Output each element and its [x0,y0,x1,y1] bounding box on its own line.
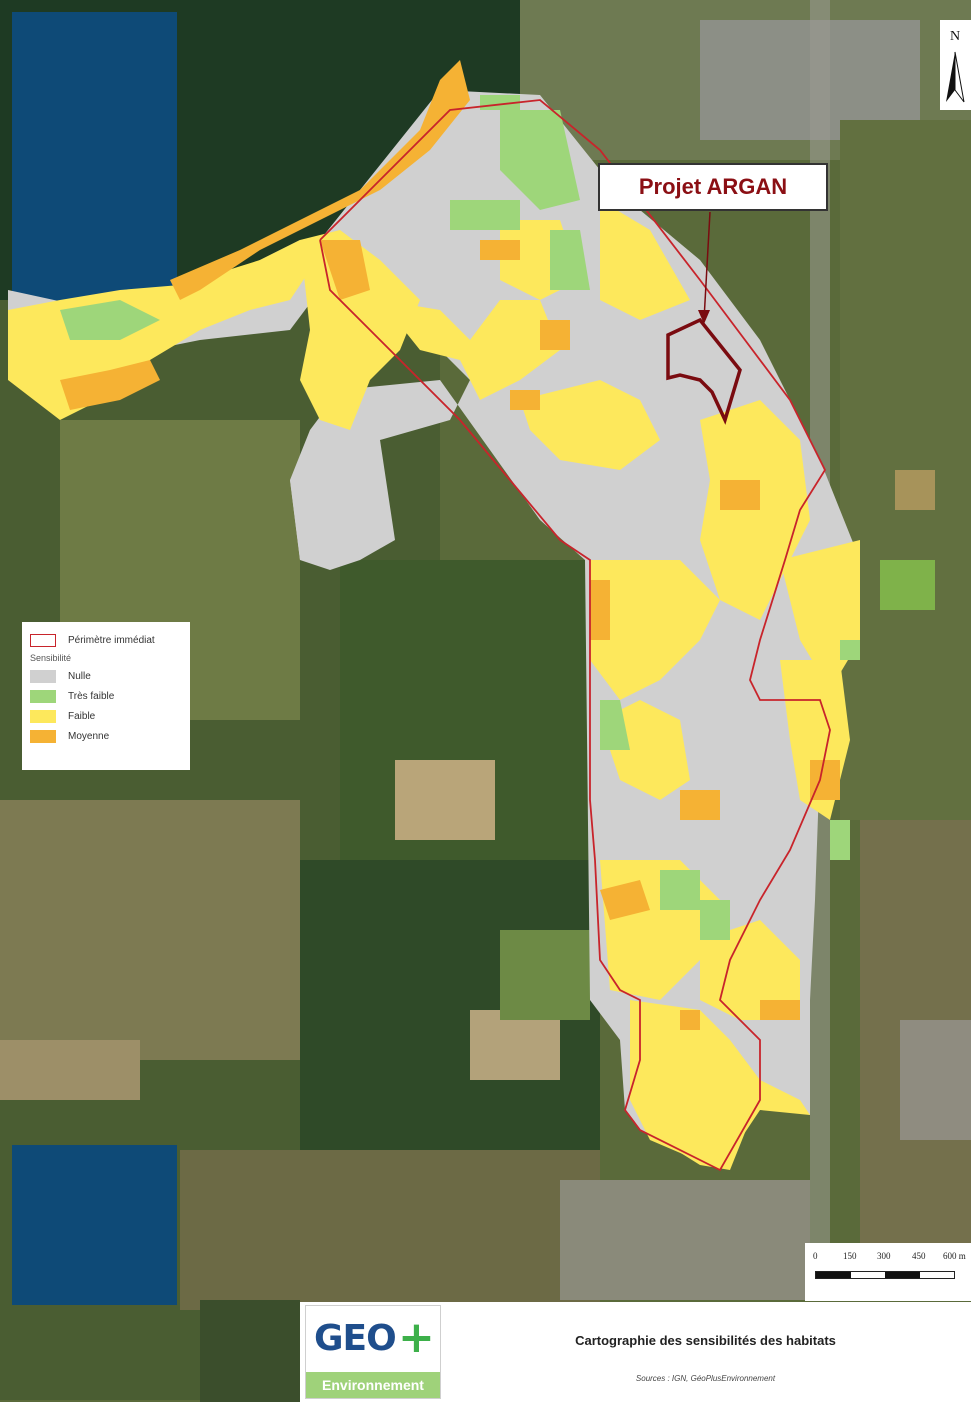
scale-tick-300: 300 [877,1251,891,1261]
legend-swatch-nulle [30,669,56,683]
legend-label-tres-faible: Très faible [68,690,115,702]
north-arrow: N [940,20,971,110]
scale-tick-150: 150 [843,1251,857,1261]
legend-label-faible: Faible [68,710,96,722]
legend-item-moyenne: Moyenne [30,726,182,746]
logo-text: GEO [314,1318,397,1359]
immediate-perimeter [319,99,831,1172]
water-top-left [12,12,177,312]
projet-argan-label: Projet ARGAN [638,174,788,199]
logo-plus-icon: + [398,1312,435,1363]
callout-arrow-line [703,211,711,321]
scale-tick-600: 600 m [943,1251,966,1261]
scale-tick-450: 450 [912,1251,926,1261]
legend-swatch-tres-faible [30,689,56,703]
scale-tick-0: 0 [813,1251,818,1261]
north-arrow-icon: N [940,20,971,110]
logo-subtext: Environnement [306,1372,440,1398]
legend-item-tres-faible: Très faible [30,686,182,706]
legend-swatch-moyenne [30,729,56,743]
zone-moyenne [60,60,840,1030]
legend-item-faible: Faible [30,706,182,726]
zone-tres-faible [60,95,860,940]
legend-item-nulle: Nulle [30,666,182,686]
legend-perimeter-label: Périmètre immédiat [68,634,155,646]
callout-arrow-head [698,310,710,324]
map-title: Cartographie des sensibilités des habita… [575,1333,836,1348]
scale-labels: 0 150 300 450 600 m [805,1251,971,1263]
map-sources: Sources : IGN, GéoPlusEnvironnement [635,1374,776,1383]
water-bottom-left [12,1145,177,1305]
north-label: N [950,29,960,44]
projet-argan-outline [666,317,742,425]
scale-bar-graphic [815,1271,955,1279]
projet-argan-callout: Projet ARGAN [598,163,828,211]
legend-heading: Sensibilité [30,653,72,663]
legend-label-moyenne: Moyenne [68,730,110,742]
legend-swatch-faible [30,709,56,723]
legend-perimeter: Périmètre immédiat [30,630,182,650]
legend-label-nulle: Nulle [68,670,91,682]
legend-perimeter-swatch [30,633,56,647]
geo-plus-logo: GEO + Environnement [305,1305,441,1399]
map-legend: Périmètre immédiat Sensibilité Nulle Trè… [22,622,190,770]
scale-bar: 0 150 300 450 600 m [805,1243,971,1301]
